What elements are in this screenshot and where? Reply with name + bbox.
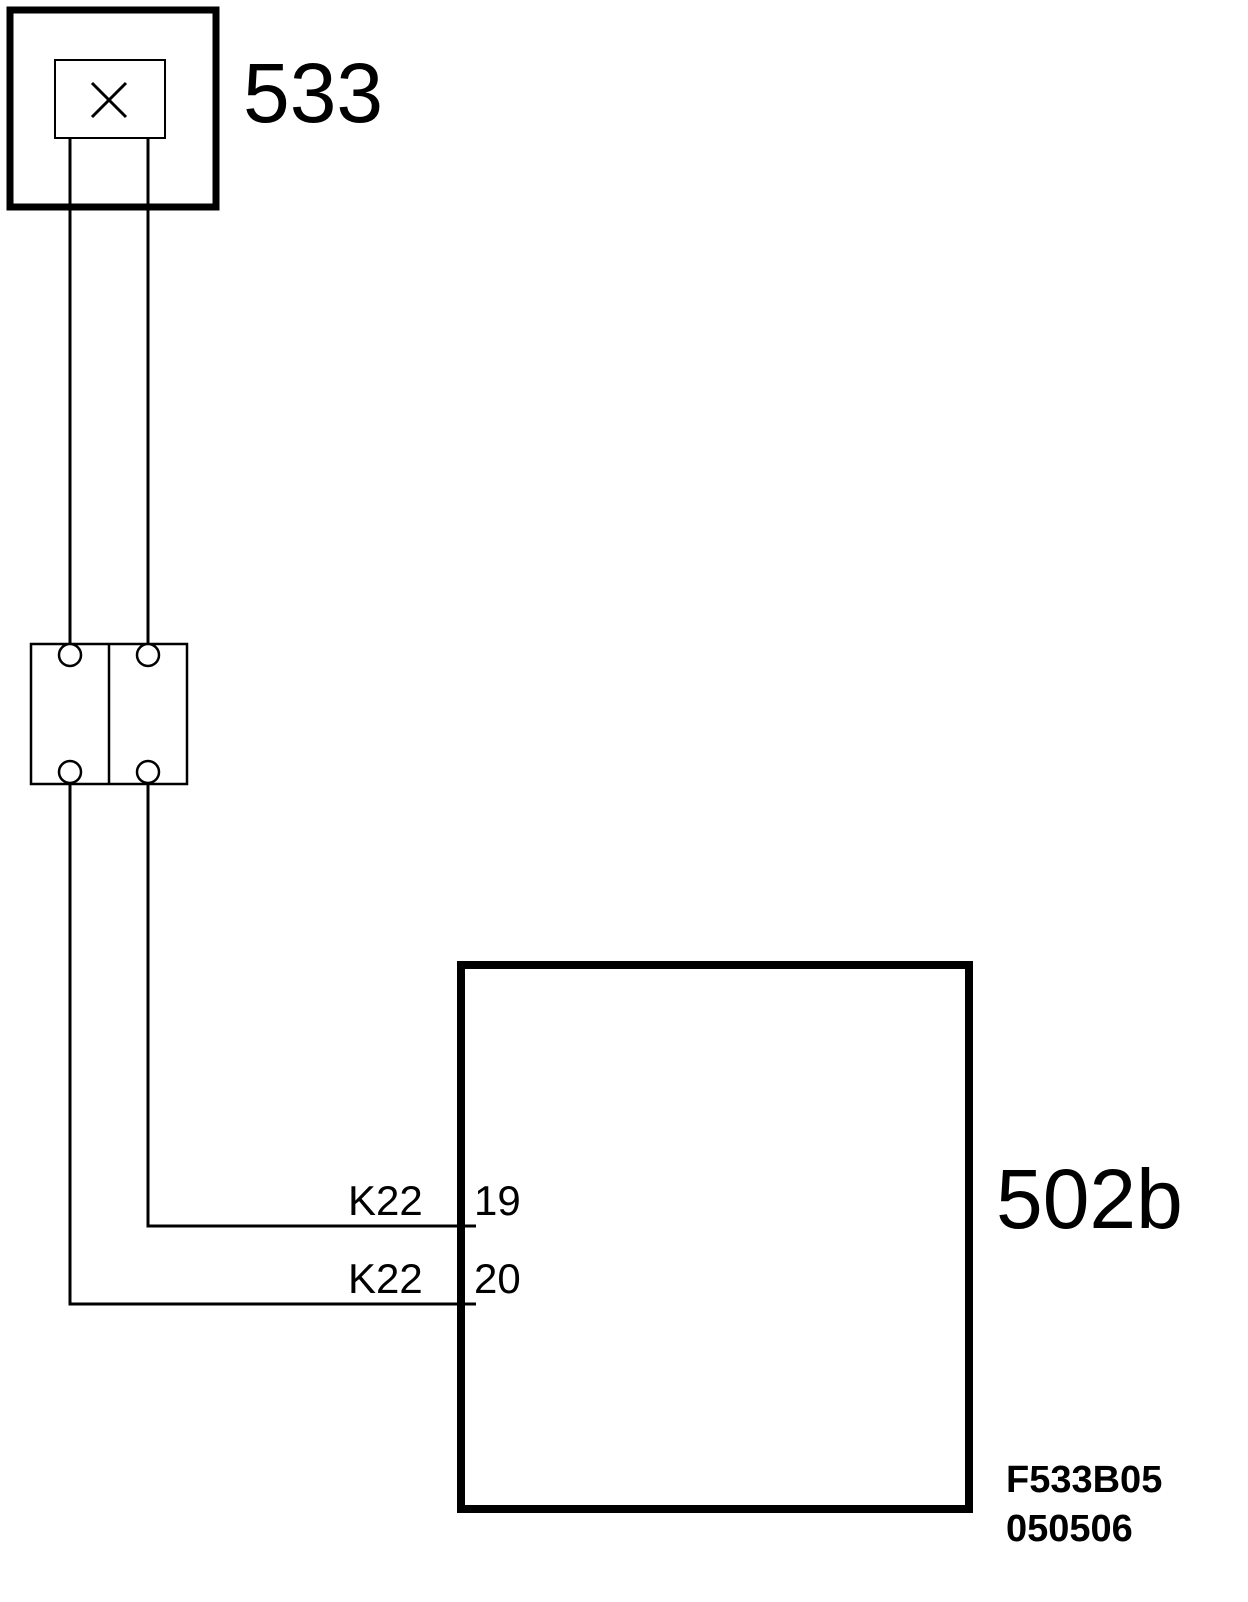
pin-20-connector-label: K22 [348,1255,423,1302]
control-unit-502b-label: 502b [996,1152,1183,1246]
pin-19-number: 19 [474,1177,521,1224]
component-533-symbol-box [54,59,166,139]
component-533-housing [6,6,220,211]
connector-terminal [135,759,161,785]
connector-terminal [57,759,83,785]
pin-19-connector-label: K22 [348,1177,423,1224]
connector-terminal [135,642,161,668]
wire-right-lower [146,784,476,1228]
control-unit-502b-housing [457,961,973,1513]
wire-left-lower [68,784,476,1306]
inline-connector [29,642,189,786]
pin-20-number: 20 [474,1255,521,1302]
component-533-label: 533 [243,46,383,140]
cross-icon [90,81,128,119]
connector-terminal [57,642,83,668]
figure-date: 050506 [1006,1508,1133,1550]
figure-code: F533B05 [1006,1459,1162,1501]
